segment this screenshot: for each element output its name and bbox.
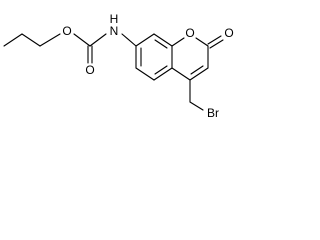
bond-c8a-ring-o <box>171 37 185 47</box>
bond-carbonyl-c-n <box>89 33 107 47</box>
atom-carbonyl-oxygen: O <box>85 63 94 77</box>
bond-ring-c5-c6 <box>135 67 155 81</box>
atom-bromine: Br <box>207 106 219 120</box>
molecule-diagram: O O N H O O Br <box>3 12 234 120</box>
bond-ch2-br <box>189 101 204 111</box>
bond-c3-c4 <box>189 67 209 81</box>
bond-ring-c4a-c5-inner <box>154 65 168 75</box>
bond-ring-c8-c8a-inner <box>154 39 168 49</box>
bond-ring-o-c2 <box>195 37 209 47</box>
atom-amide-hydrogen: H <box>110 12 119 26</box>
atom-ring-oxygen: O <box>185 26 194 40</box>
bond-ring-c8-c8a <box>153 33 173 47</box>
atom-lactone-oxygen: O <box>224 26 233 40</box>
bond-c2-lactone-o-a <box>207 35 222 45</box>
bond-ester-o-carbonyl-c <box>73 33 91 47</box>
bond-ch3-ch2 <box>3 33 23 47</box>
bond-ring-c7-c8 <box>135 33 155 47</box>
bond-ring-c4a-c5 <box>153 67 173 81</box>
structure-canvas: O O N H O O Br <box>0 0 271 135</box>
bond-ch2-ester-o <box>39 33 61 47</box>
bond-ch2-ch2 <box>21 33 41 47</box>
bond-c2-lactone-o-b <box>209 39 224 49</box>
atom-amide-nitrogen: N <box>110 24 119 38</box>
bond-n-ring <box>121 33 137 47</box>
bond-c4-c4a <box>171 67 191 81</box>
bond-c3-c4-inner <box>190 65 204 75</box>
atom-ester-oxygen: O <box>62 24 71 38</box>
